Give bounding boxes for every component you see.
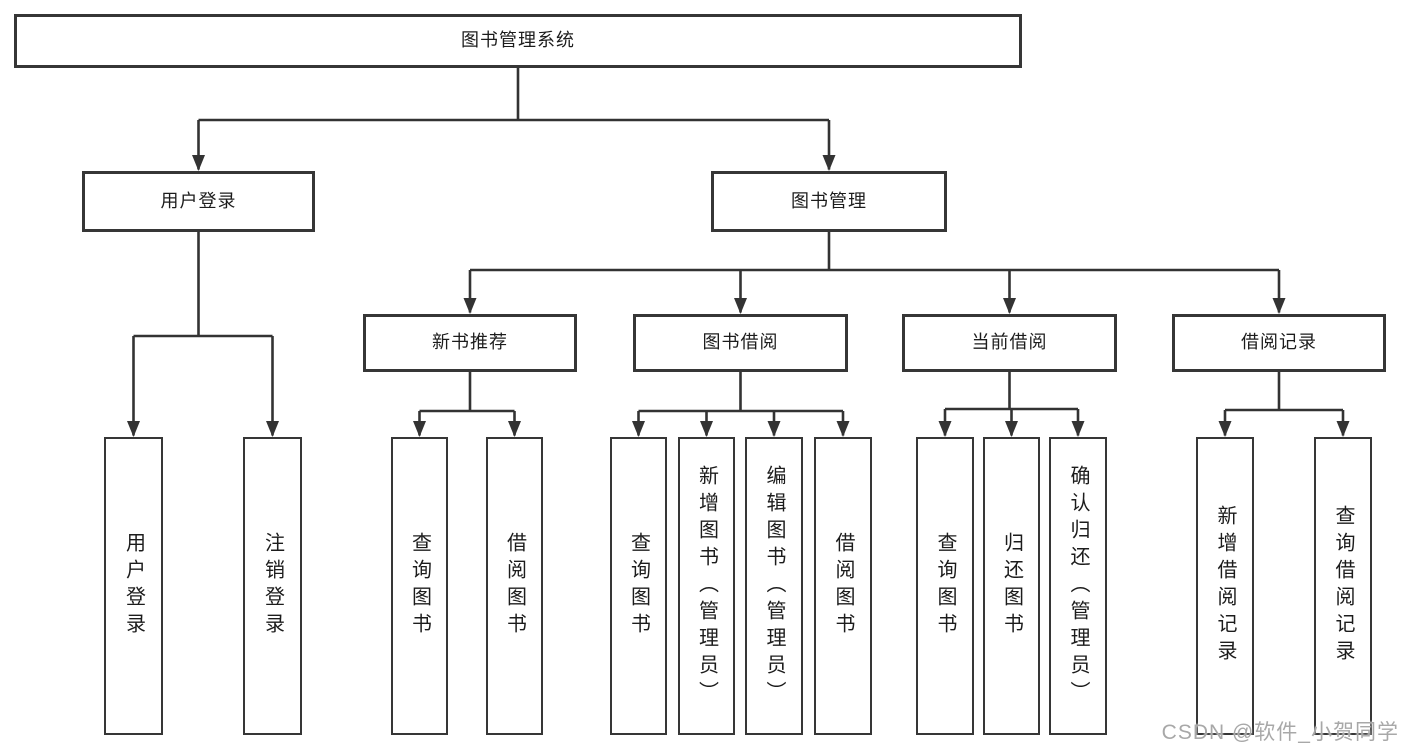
node-leaf-nb-borrow: 借阅图书 [486, 437, 543, 735]
node-label: 查询借阅记录 [1332, 505, 1354, 667]
node-label: 图书管理 [791, 190, 867, 211]
node-label: 新书推荐 [432, 332, 508, 353]
node-leaf-bb-borrow: 借阅图书 [814, 437, 872, 735]
node-book-manage: 图书管理 [711, 171, 947, 232]
edge-borrow-record [1218, 372, 1350, 437]
node-leaf-bb-query: 查询图书 [610, 437, 667, 735]
node-leaf-cb-return: 归还图书 [983, 437, 1040, 735]
edge-book-manage [463, 232, 1286, 314]
edge-new-book [413, 372, 521, 437]
node-label: 查询图书 [934, 532, 956, 640]
node-label: 借阅图书 [832, 532, 854, 640]
node-leaf-nb-query: 查询图书 [391, 437, 448, 735]
node-label: 编辑图书（管理员） [763, 464, 785, 708]
node-label: 归还图书 [1000, 532, 1023, 640]
node-leaf-user-login: 用户登录 [104, 437, 163, 735]
node-new-book: 新书推荐 [363, 314, 577, 372]
node-label: 当前借阅 [971, 332, 1048, 353]
node-borrow-record: 借阅记录 [1172, 314, 1386, 372]
node-label: 新增借阅记录 [1214, 505, 1236, 667]
node-label: 查询图书 [408, 532, 431, 640]
edge-user-login [127, 232, 279, 437]
node-leaf-br-add: 新增借阅记录 [1196, 437, 1254, 735]
node-book-borrow: 图书借阅 [633, 314, 848, 372]
node-label: 确认归还（管理员） [1067, 464, 1089, 708]
node-label: 用户登录 [160, 190, 237, 211]
node-label: 新增图书（管理员） [695, 464, 718, 708]
node-label: 查询图书 [627, 532, 650, 640]
node-current-borrow: 当前借阅 [902, 314, 1117, 372]
node-label: 借阅图书 [503, 532, 526, 640]
node-leaf-br-query: 查询借阅记录 [1314, 437, 1372, 735]
node-leaf-logout: 注销登录 [243, 437, 302, 735]
node-user-login: 用户登录 [82, 171, 315, 232]
node-label: 借阅记录 [1241, 332, 1317, 353]
node-leaf-cb-confirm: 确认归还（管理员） [1049, 437, 1107, 735]
edge-book-borrow [632, 372, 850, 437]
node-leaf-cb-query: 查询图书 [916, 437, 974, 735]
edge-root [192, 68, 836, 171]
edge-current-borrow [938, 372, 1085, 437]
node-label: 注销登录 [261, 532, 284, 640]
node-label: 用户登录 [122, 532, 145, 640]
node-label: 图书借阅 [702, 332, 779, 353]
node-root: 图书管理系统 [14, 14, 1022, 68]
edges-group [127, 68, 1350, 437]
node-leaf-bb-add: 新增图书（管理员） [678, 437, 735, 735]
node-leaf-bb-edit: 编辑图书（管理员） [745, 437, 803, 735]
node-label: 图书管理系统 [461, 30, 575, 51]
